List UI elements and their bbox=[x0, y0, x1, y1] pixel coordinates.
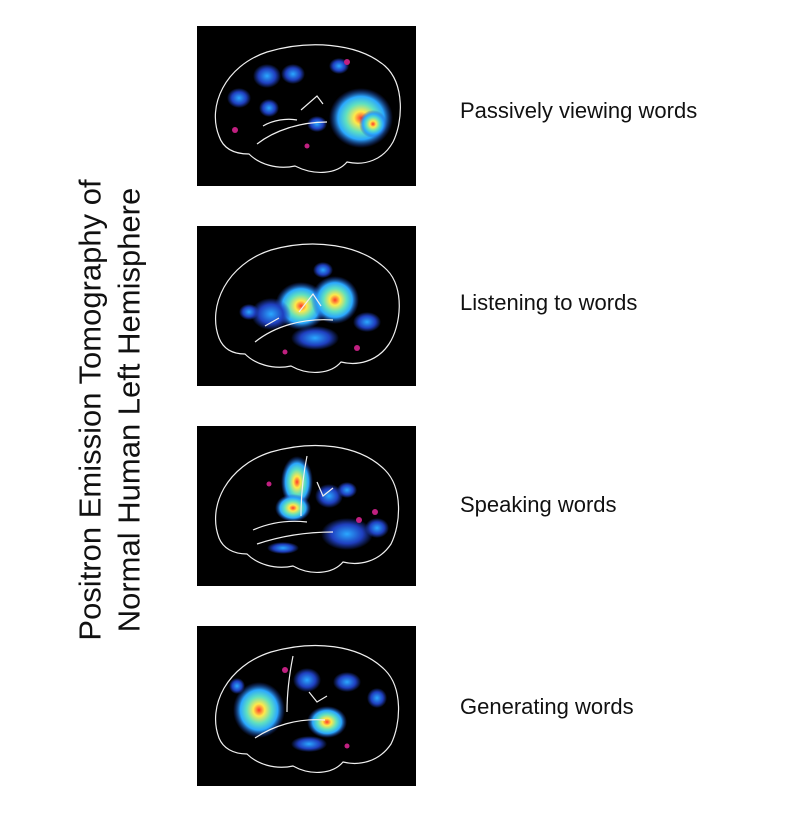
brain-scan-speaking-image bbox=[215, 444, 400, 573]
figure-title: Positron Emission Tomography of Normal H… bbox=[60, 140, 160, 680]
brain-scan-generating-image bbox=[215, 644, 400, 773]
label-generating: Generating words bbox=[460, 694, 634, 719]
title-line-1: Positron Emission Tomography of bbox=[72, 179, 108, 641]
label-listening: Listening to words bbox=[460, 290, 638, 315]
brain-scan-viewing-image bbox=[214, 44, 401, 173]
brain-outline bbox=[215, 644, 400, 773]
brain-outline bbox=[215, 444, 400, 573]
label-passively-viewing: Passively viewing words bbox=[460, 98, 698, 123]
activation-blobs bbox=[227, 58, 393, 149]
label-speaking: Speaking words bbox=[460, 492, 617, 517]
activation-blobs bbox=[239, 262, 381, 355]
title-line-2: Normal Human Left Hemisphere bbox=[111, 187, 146, 633]
pet-scan-speaking bbox=[197, 426, 416, 586]
brain-scan-listening-image bbox=[215, 243, 400, 373]
brain-outline bbox=[215, 243, 400, 373]
brain-outline bbox=[214, 44, 401, 173]
pet-scan-viewing bbox=[197, 26, 416, 186]
pet-scan-listening bbox=[197, 226, 416, 386]
activation-blobs bbox=[266, 456, 389, 554]
pet-scan-generating bbox=[197, 626, 416, 786]
activation-blobs bbox=[229, 667, 387, 752]
